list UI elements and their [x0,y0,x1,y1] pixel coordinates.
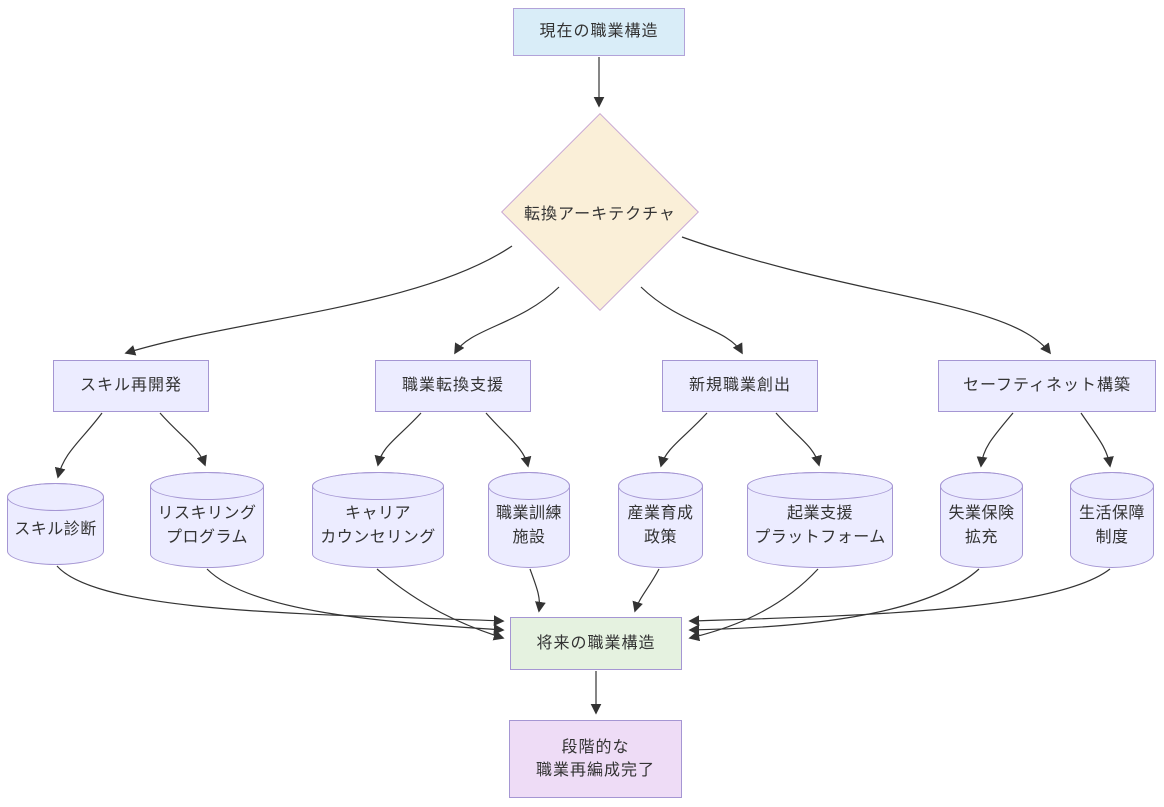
db-vocational-training-facility-line2: 施設 [512,529,546,546]
edge-architecture-skill [124,245,513,356]
db-reskilling-program: リスキリング プログラム [150,472,264,568]
edge-counseling-future [376,568,505,641]
db-startup-support-platform-line2: プラットフォーム [754,529,886,546]
edge-newjob-startup [775,412,822,467]
node-reorganization-complete: 段階的な 職業再編成完了 [509,720,682,798]
node-future-structure-label: 将来の職業構造 [536,634,656,652]
node-reorganization-complete-line2: 職業再編成完了 [535,762,655,779]
node-current-structure-label: 現在の職業構造 [539,23,659,41]
node-future-structure: 将来の職業構造 [510,617,682,670]
db-unemployment-insurance-expansion-line1: 失業保険 [948,505,1015,522]
db-industry-development-policy: 産業育成 政策 [618,472,703,568]
edge-architecture-career [454,286,560,355]
db-skill-diagnosis: スキル診断 [7,483,104,565]
edge-livelihood-future [688,568,1111,627]
node-new-job-creation-label: 新規職業創出 [688,377,791,395]
node-safety-net-building: セーフティネット構築 [938,360,1156,412]
db-unemployment-insurance-expansion: 失業保険 拡充 [940,472,1023,568]
edge-insurance-future [688,568,980,636]
db-career-counseling-line2: カウンセリング [320,529,436,546]
db-startup-support-platform-line1: 起業支援 [786,505,853,522]
db-livelihood-security-system: 生活保障 制度 [1070,472,1154,568]
edge-safety-livelihood [1080,412,1114,468]
db-vocational-training-facility-line1: 職業訓練 [495,505,562,522]
edge-startup-future [688,568,819,642]
edge-architecture-newjob [640,286,743,355]
node-current-structure: 現在の職業構造 [513,8,685,56]
db-vocational-training-facility: 職業訓練 施設 [488,472,570,568]
edge-industry-future [632,568,660,613]
db-skill-diagnosis-label: スキル診断 [14,521,97,538]
db-reskilling-program-line2: プログラム [165,529,249,546]
edge-career-counseling [374,412,422,467]
db-unemployment-insurance-expansion-line2: 拡充 [964,529,998,546]
node-career-transition-support-label: 職業転換支援 [401,377,504,395]
db-career-counseling: キャリア カウンセリング [312,472,444,568]
edge-career-training [485,412,532,468]
db-career-counseling-line1: キャリア [344,505,411,522]
edge-skill-diagnosis [54,412,103,479]
edge-reskilling-future [206,568,505,635]
db-livelihood-security-system-line1: 生活保障 [1078,505,1145,522]
edge-skill-reskilling [159,412,207,467]
edge-newjob-industry [658,412,708,468]
node-reorganization-complete-line1: 段階的な [561,738,630,756]
edge-safety-insurance [976,412,1014,468]
db-reskilling-program-line1: リスキリング [157,505,257,522]
node-career-transition-support: 職業転換支援 [375,360,531,412]
node-safety-net-building-label: セーフティネット構築 [962,377,1132,395]
db-livelihood-security-system-line2: 制度 [1095,529,1129,546]
node-skill-redevelopment-label: スキル再開発 [79,377,182,395]
edge-architecture-safety [681,236,1051,355]
db-industry-development-policy-line2: 政策 [643,529,677,546]
decision-diamond-label: 転換アーキテクチャ [524,206,676,223]
db-startup-support-platform: 起業支援 プラットフォーム [747,472,893,568]
node-new-job-creation: 新規職業創出 [662,360,818,412]
edge-training-future [529,568,546,613]
node-skill-redevelopment: スキル再開発 [53,360,209,412]
db-industry-development-policy-line1: 産業育成 [627,505,694,522]
edge-diagnosis-future [56,565,505,627]
